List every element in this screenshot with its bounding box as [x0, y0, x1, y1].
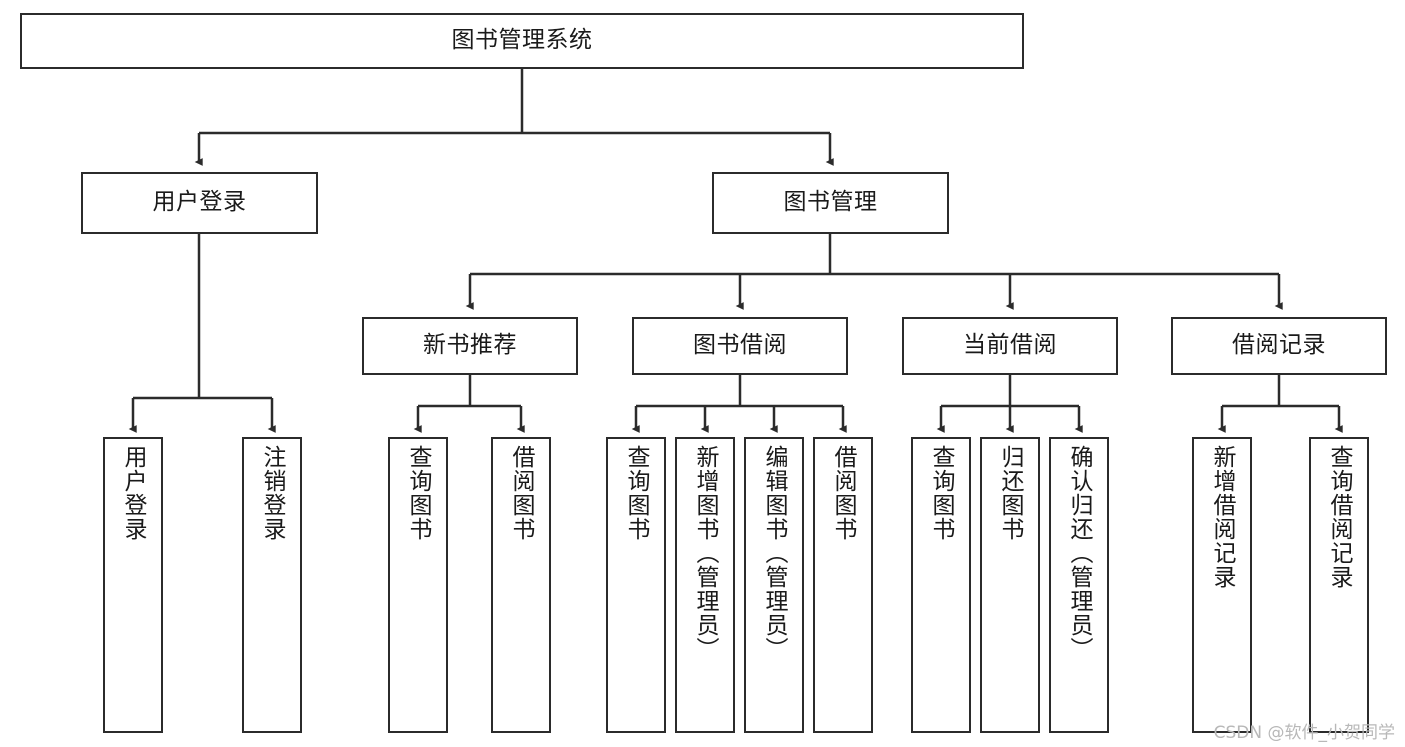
- node-leaf-newbook-query-book[interactable]: 查询图书: [388, 437, 448, 733]
- node-leaf-borrow-query-book-label: 查询图书: [623, 445, 650, 541]
- node-leaf-user-login-label: 用户登录: [120, 445, 147, 541]
- node-leaf-borrow-book[interactable]: 借阅图书: [813, 437, 873, 733]
- node-root-label: 图书管理系统: [451, 27, 593, 54]
- node-leaf-newbook-borrow-book[interactable]: 借阅图书: [491, 437, 551, 733]
- node-leaf-query-borrow-record-label: 查询借阅记录: [1326, 445, 1353, 589]
- node-current-borrow-label: 当前借阅: [963, 332, 1057, 359]
- node-new-book-recommend[interactable]: 新书推荐: [362, 317, 578, 375]
- node-new-book-recommend-label: 新书推荐: [423, 332, 517, 359]
- node-leaf-add-book-admin[interactable]: 新增图书（管理员）: [675, 437, 735, 733]
- node-book-management-label: 图书管理: [783, 189, 878, 216]
- csdn-watermark: CSDN @软件_小贺同学: [1213, 723, 1395, 743]
- node-leaf-user-login[interactable]: 用户登录: [103, 437, 163, 733]
- node-leaf-add-borrow-record-label: 新增借阅记录: [1209, 445, 1236, 589]
- node-book-borrow-label: 图书借阅: [693, 332, 787, 359]
- node-book-borrow[interactable]: 图书借阅: [632, 317, 848, 375]
- node-leaf-confirm-return-admin-label: 确认归还（管理员）: [1066, 445, 1093, 661]
- node-book-management[interactable]: 图书管理: [712, 172, 949, 234]
- node-leaf-confirm-return-admin[interactable]: 确认归还（管理员）: [1049, 437, 1109, 733]
- node-leaf-logout[interactable]: 注销登录: [242, 437, 302, 733]
- node-leaf-add-book-admin-label: 新增图书（管理员）: [692, 445, 719, 661]
- node-current-borrow[interactable]: 当前借阅: [902, 317, 1118, 375]
- node-leaf-current-query-book-label: 查询图书: [928, 445, 955, 541]
- node-leaf-edit-book-admin-label: 编辑图书（管理员）: [761, 445, 788, 661]
- node-leaf-edit-book-admin[interactable]: 编辑图书（管理员）: [744, 437, 804, 733]
- node-leaf-borrow-query-book[interactable]: 查询图书: [606, 437, 666, 733]
- node-leaf-return-book-label: 归还图书: [997, 445, 1024, 541]
- node-leaf-current-query-book[interactable]: 查询图书: [911, 437, 971, 733]
- node-borrow-record[interactable]: 借阅记录: [1171, 317, 1387, 375]
- node-leaf-query-borrow-record[interactable]: 查询借阅记录: [1309, 437, 1369, 733]
- node-root[interactable]: 图书管理系统: [20, 13, 1024, 69]
- node-leaf-logout-label: 注销登录: [259, 445, 286, 541]
- node-leaf-newbook-query-book-label: 查询图书: [405, 445, 432, 541]
- node-leaf-newbook-borrow-book-label: 借阅图书: [508, 445, 535, 541]
- node-leaf-borrow-book-label: 借阅图书: [830, 445, 857, 541]
- node-leaf-add-borrow-record[interactable]: 新增借阅记录: [1192, 437, 1252, 733]
- node-borrow-record-label: 借阅记录: [1232, 332, 1326, 359]
- node-user-login-label: 用户登录: [152, 189, 247, 216]
- node-user-login[interactable]: 用户登录: [81, 172, 318, 234]
- node-leaf-return-book[interactable]: 归还图书: [980, 437, 1040, 733]
